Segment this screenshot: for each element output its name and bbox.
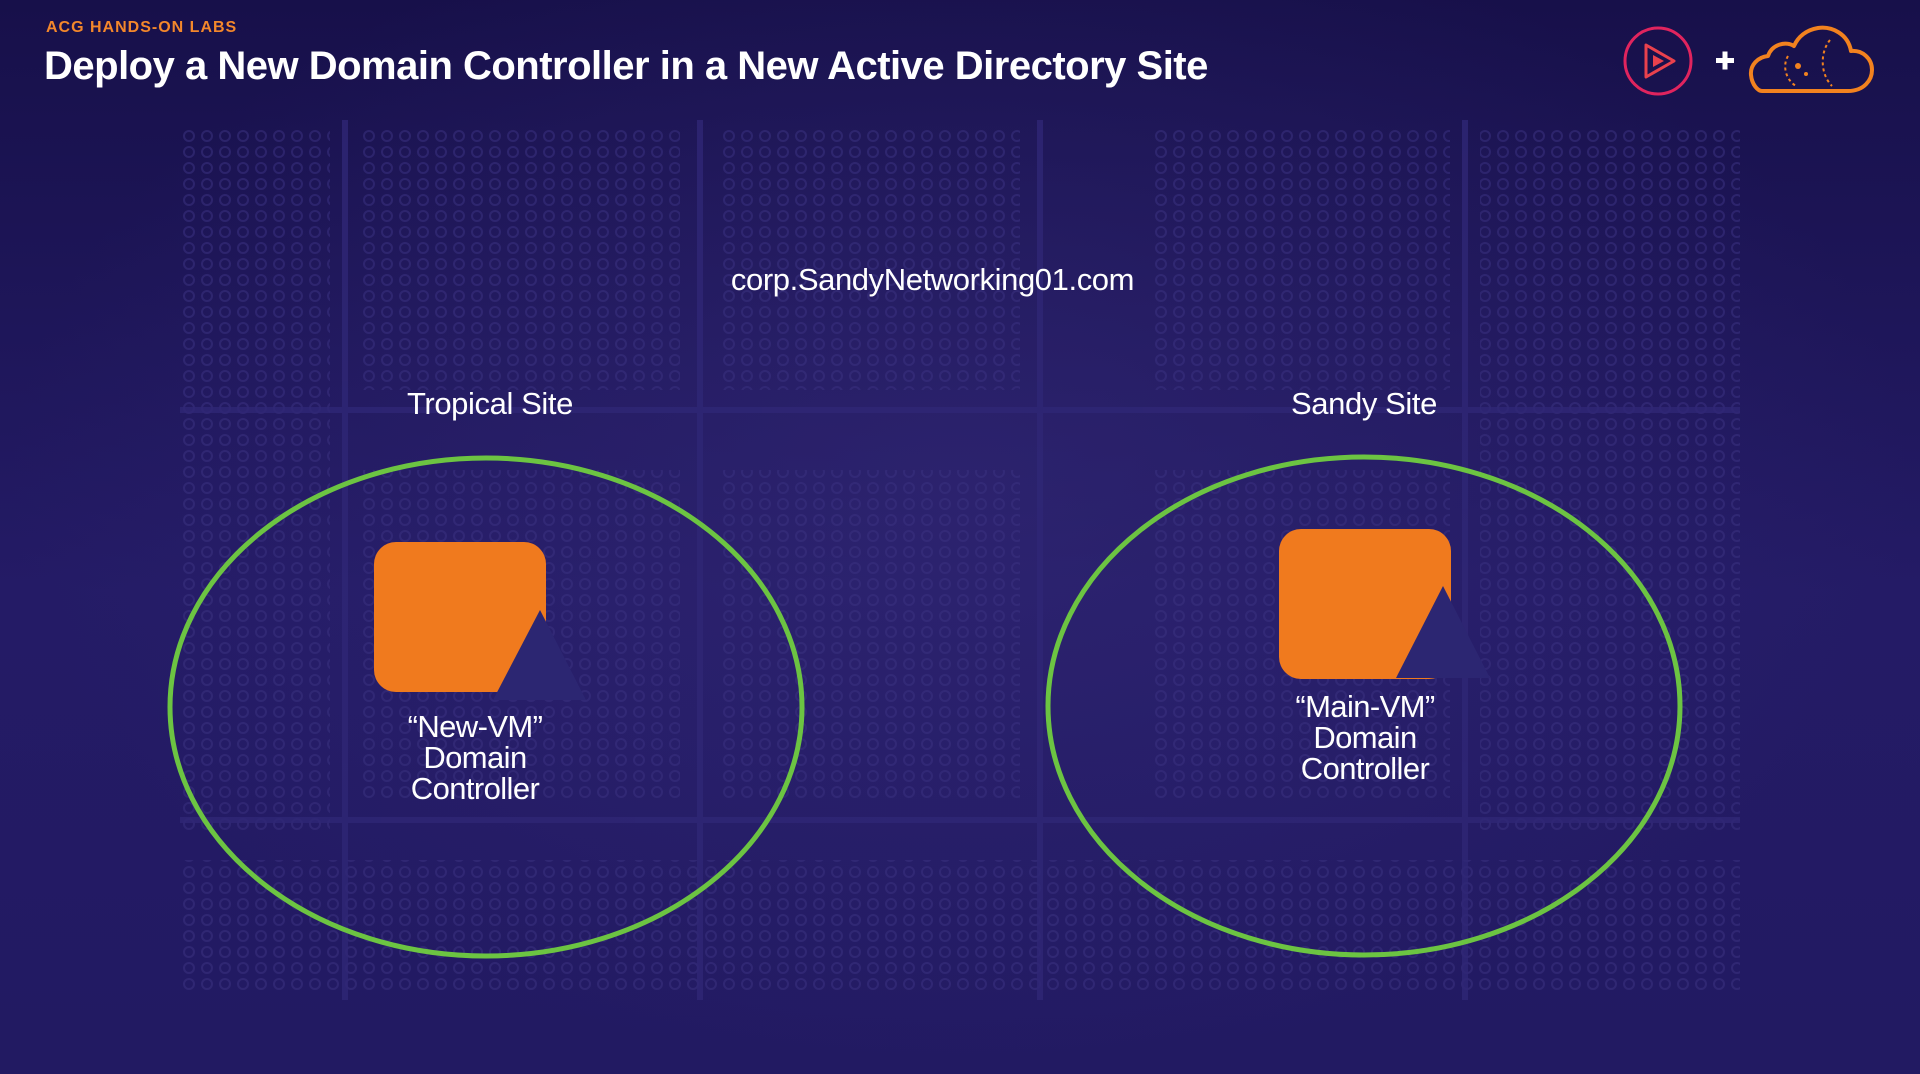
dc-role-line2: Controller (410, 771, 540, 806)
main-vm-dc-label: “Main-VM” Domain Controller (1235, 691, 1495, 784)
domain-name-label: corp.SandyNetworking01.com (730, 262, 1135, 297)
dc-name: “New-VM” (407, 709, 543, 744)
plus-icon (1716, 51, 1734, 70)
cloud-icon (1748, 25, 1874, 93)
play-icon (1623, 26, 1693, 96)
tropical-site-ring (167, 455, 805, 959)
brand-logos (1623, 25, 1874, 96)
sandy-site-label: Sandy Site (1291, 386, 1437, 421)
tropical-site-label: Tropical Site (407, 386, 573, 421)
sandy-site-ring (1045, 454, 1683, 958)
dc-name: “Main-VM” (1295, 689, 1435, 724)
new-vm-server-icon (374, 542, 586, 700)
main-vm-server-icon (1279, 529, 1490, 679)
slide-title: Deploy a New Domain Controller in a New … (44, 44, 1208, 88)
new-vm-dc-label: “New-VM” Domain Controller (345, 711, 605, 804)
dc-role-line1: Domain (423, 740, 527, 775)
eyebrow-label: ACG HANDS-ON LABS (46, 19, 238, 36)
dc-role-line2: Controller (1300, 751, 1430, 786)
dc-role-line1: Domain (1313, 720, 1417, 755)
